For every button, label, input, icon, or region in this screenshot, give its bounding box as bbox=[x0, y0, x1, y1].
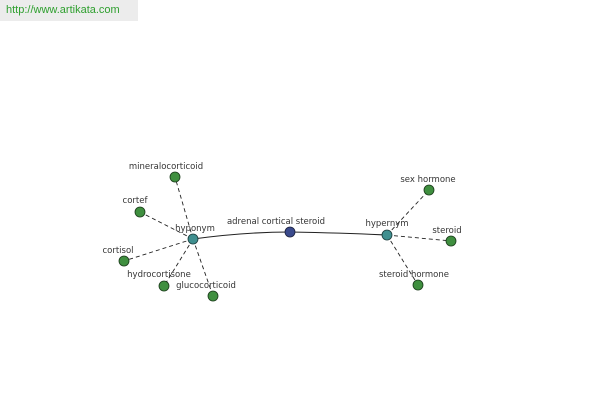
label-center: adrenal cortical steroid bbox=[227, 217, 325, 227]
node-cortef[interactable] bbox=[134, 206, 146, 218]
edge-hypernym-steroid bbox=[386, 234, 452, 242]
node-sex-hormone[interactable] bbox=[423, 184, 435, 196]
node-hypernym-hub[interactable] bbox=[381, 229, 393, 241]
url-link[interactable]: http://www.artikata.com bbox=[6, 4, 120, 16]
edge-hyponym-cortisol bbox=[123, 238, 194, 262]
node-glucocorticoid[interactable] bbox=[207, 290, 219, 302]
node-hyponym-hub[interactable] bbox=[187, 233, 199, 245]
edge-hyponym-glucocorticoid bbox=[192, 238, 214, 297]
label-cortef: cortef bbox=[123, 196, 149, 206]
edge-hyponym-mineralocorticoid bbox=[174, 176, 194, 240]
label-cortisol: cortisol bbox=[102, 246, 133, 256]
label-hyponym-hub: hyponym bbox=[175, 224, 215, 234]
url-banner: http://www.artikata.com bbox=[0, 0, 138, 21]
label-mineralocorticoid: mineralocorticoid bbox=[129, 162, 203, 172]
edge-hyponym-cortef bbox=[139, 211, 194, 240]
node-steroid[interactable] bbox=[445, 235, 457, 247]
node-mineralocorticoid[interactable] bbox=[169, 171, 181, 183]
edge-hypernym-steroid-hormone bbox=[386, 234, 419, 286]
label-hypernym-hub: hypernym bbox=[365, 219, 408, 229]
label-steroid: steroid bbox=[432, 226, 461, 236]
label-hydrocortisone: hydrocortisone bbox=[127, 270, 191, 280]
edge-hyponym-hydrocortisone bbox=[163, 238, 194, 287]
edge-hyponym-center bbox=[192, 231, 291, 240]
edge-center-hypernym bbox=[289, 231, 388, 236]
label-steroid-hormone: steroid hormone bbox=[379, 270, 449, 280]
label-glucocorticoid: glucocorticoid bbox=[176, 281, 236, 291]
label-sex-hormone: sex hormone bbox=[400, 175, 455, 185]
edge-hypernym-sex-hormone bbox=[386, 189, 430, 236]
node-hydrocortisone[interactable] bbox=[158, 280, 170, 292]
node-center[interactable] bbox=[284, 226, 296, 238]
node-cortisol[interactable] bbox=[118, 255, 130, 267]
node-steroid-hormone[interactable] bbox=[412, 279, 424, 291]
